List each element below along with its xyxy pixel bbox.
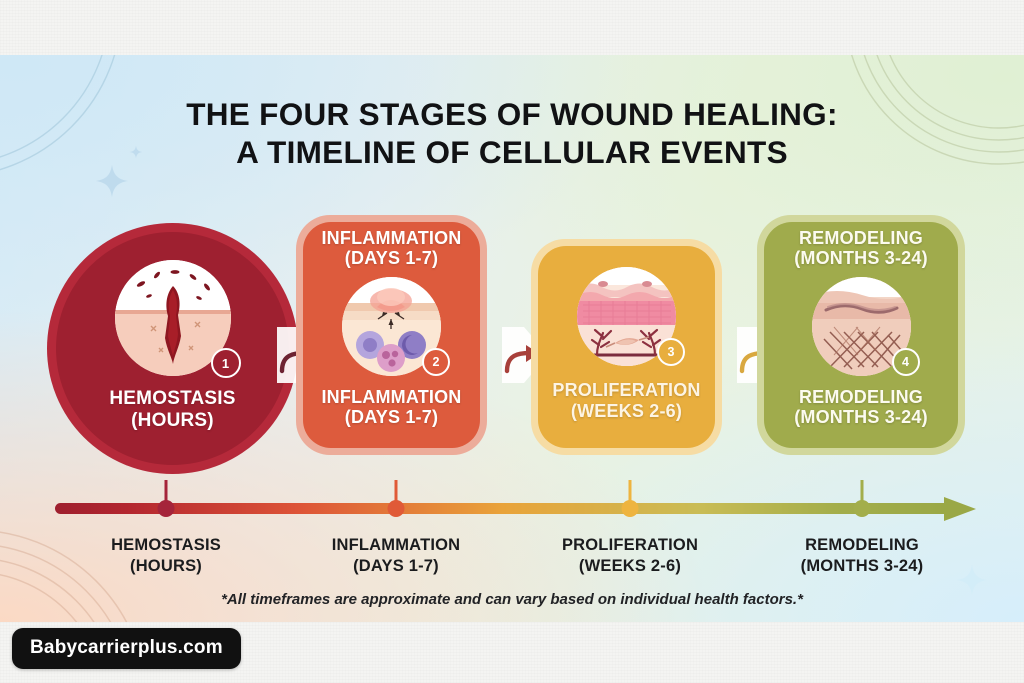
timeline-arrowhead [944,497,976,521]
timeline-stem-1 [164,480,168,502]
timeline-dot-hemostasis[interactable] [157,500,175,517]
stage-1-label: HEMOSTASIS (HOURS) [109,388,235,431]
stage-2-name-bottom: INFLAMMATION [321,387,462,408]
stage-card-proliferation[interactable]: 3 PROLIFERATION (WEEKS 2-6) [531,239,722,455]
timeline-dot-remodeling[interactable] [853,500,871,517]
stage-2-label-bottom: INFLAMMATION (DAYS 1-7) [321,387,461,427]
title-line-2: A TIMELINE OF CELLULAR EVENTS [236,134,788,171]
stage-3-name: PROLIFERATION [552,380,701,401]
stage-1-timeframe: (HOURS) [131,409,214,431]
timeline-dot-proliferation[interactable] [621,500,639,517]
stages-row: 1 HEMOSTASIS (HOURS) [0,215,1024,477]
timeline-label-proliferation: PROLIFERATION (WEEKS 2-6) [561,536,699,575]
timeline-label-remodeling: REMODELING (MONTHS 3-24) [800,536,924,575]
stage-card-remodeling[interactable]: REMODELING (MONTHS 3-24) [757,215,965,455]
stage-1-number-badge: 1 [210,348,241,379]
timeline-dot-inflammation[interactable] [387,500,405,517]
stage-4-timeframe-bottom: (MONTHS 3-24) [794,407,928,428]
stage-3-number-badge: 3 [657,338,685,367]
infographic-canvas: THE FOUR STAGES OF WOUND HEALING: A TIME… [0,55,1024,622]
timeline-stem-3 [628,480,632,502]
timeline-stem-4 [860,480,864,502]
timeline-stem-2 [394,480,398,502]
stage-2-label-top: INFLAMMATION (DAYS 1-7) [321,228,461,268]
page-title: THE FOUR STAGES OF WOUND HEALING: A TIME… [0,95,1024,172]
footnote: *All timeframes are approximate and can … [221,591,803,608]
stage-1-name: HEMOSTASIS [109,388,236,410]
stage-2-timeframe-top: (DAYS 1-7) [344,248,439,269]
stage-4-label-bottom: REMODELING (MONTHS 3-24) [794,387,928,427]
stage-4-label-top: REMODELING (MONTHS 3-24) [794,228,928,268]
scar-collagen-icon: 4 [811,277,920,377]
tissue-granulation-icon: 3 [577,267,685,367]
stage-2-name-top: INFLAMMATION [321,228,462,248]
wound-clot-icon: 1 [114,260,241,379]
stage-2-timeframe-bottom: (DAYS 1-7) [344,407,439,428]
stage-3-label: PROLIFERATION (WEEKS 2-6) [552,380,700,420]
immune-cells-icon: 2 [342,277,450,377]
timeline-track [55,503,950,514]
stage-3-timeframe: (WEEKS 2-6) [570,400,683,421]
timeline [0,480,1024,532]
timeline-label-hemostasis: HEMOSTASIS (HOURS) [111,536,221,575]
stage-4-number-badge: 4 [891,348,920,377]
title-line-1: THE FOUR STAGES OF WOUND HEALING: [186,96,838,132]
stage-4-name-top: REMODELING [798,228,923,248]
stage-2-number-badge: 2 [422,348,450,377]
timeline-label-inflammation: INFLAMMATION (DAYS 1-7) [331,536,461,575]
watermark-badge: Babycarrierplus.com [12,628,241,669]
stage-4-name-bottom: REMODELING [798,387,923,408]
stage-card-hemostasis[interactable]: 1 HEMOSTASIS (HOURS) [47,223,298,474]
timeline-labels: HEMOSTASIS (HOURS) INFLAMMATION (DAYS 1-… [0,535,1024,587]
stage-4-timeframe-top: (MONTHS 3-24) [794,248,928,269]
stage-card-inflammation[interactable]: INFLAMMATION (DAYS 1-7) [296,215,487,455]
stage-4-ring [757,215,965,455]
